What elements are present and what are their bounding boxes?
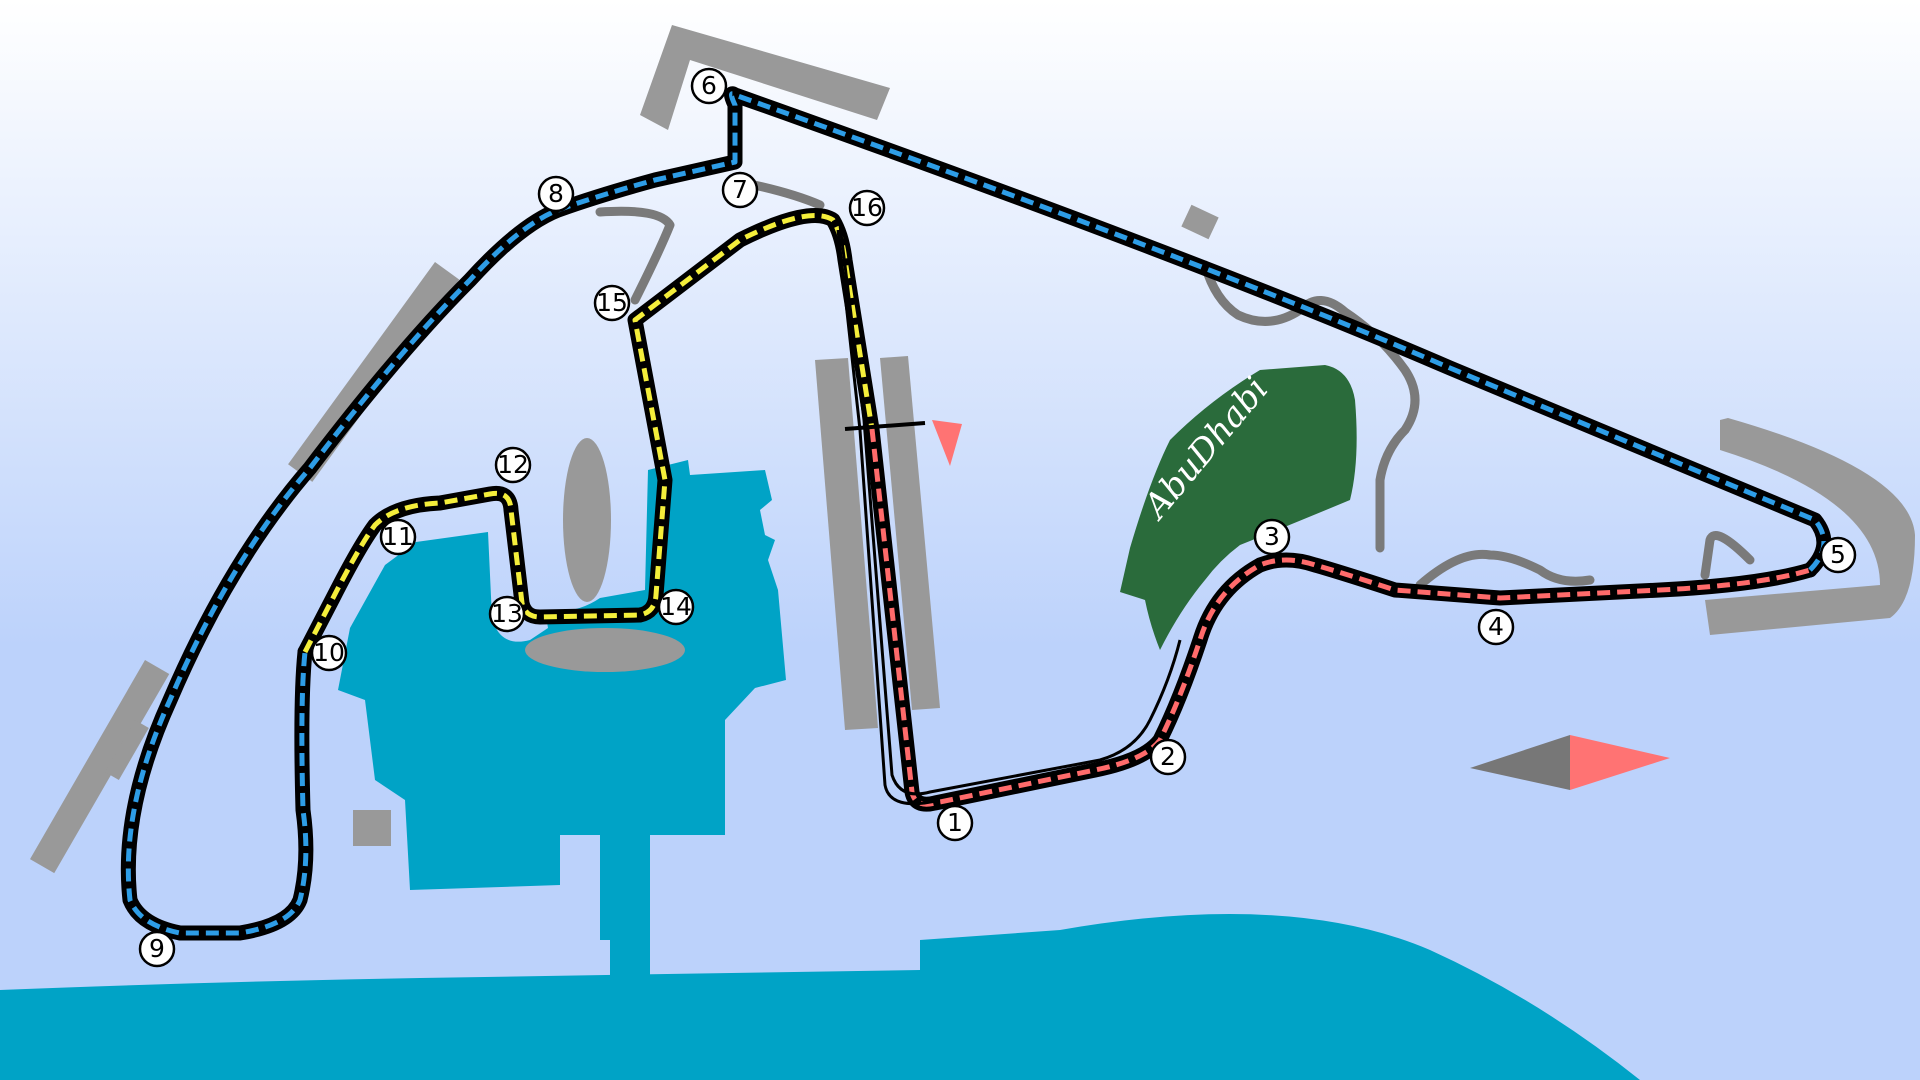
corner-circle: [494, 446, 532, 484]
track: [120, 86, 1832, 941]
corner-marker-1: 1: [936, 804, 974, 842]
building-sw: [353, 810, 391, 846]
corner-number: 11: [382, 522, 414, 551]
corner-marker-2: 2: [1149, 738, 1187, 776]
grandstand-turn-5: [1705, 418, 1915, 635]
corner-marker-15: 15: [593, 284, 631, 322]
sector-2-dashes: [125, 91, 1827, 936]
grandstand-west-lower: [30, 660, 170, 874]
corner-marker-3: 3: [1253, 518, 1291, 556]
corner-number: 7: [732, 175, 748, 204]
corner-marker-11: 11: [379, 518, 417, 556]
corner-circle: [1477, 608, 1515, 646]
service-roads: [595, 177, 1755, 590]
corner-circle: [1819, 536, 1857, 574]
water: [0, 460, 1640, 1080]
compass: [1470, 735, 1670, 790]
corner-number: 9: [149, 934, 165, 963]
corner-number: 12: [497, 450, 529, 479]
corner-number: 15: [596, 288, 628, 317]
corner-marker-4: 4: [1477, 608, 1515, 646]
compass-dark-half: [1470, 735, 1570, 790]
canal-2: [600, 835, 650, 940]
corner-circle: [1149, 738, 1187, 776]
pit-grandstand: [880, 356, 940, 710]
corner-marker-8: 8: [537, 175, 575, 213]
corner-circle: [657, 588, 695, 626]
corner-number: 10: [313, 638, 345, 667]
building-ne: [1181, 204, 1219, 240]
sea: [0, 914, 1640, 1080]
corner-circle: [721, 171, 759, 209]
grandstand-west-lower-2: [105, 720, 149, 780]
start-finish-line: [844, 421, 926, 431]
grandstand-turn-6: [640, 25, 890, 130]
sector-1-dashes: [869, 428, 1811, 807]
pit-lane: [836, 224, 1182, 806]
start-direction-marker: [932, 420, 962, 466]
corner-number: 1: [947, 808, 963, 837]
corner-circle: [1253, 518, 1291, 556]
corner-circle: [488, 595, 526, 633]
corner-number: 3: [1264, 522, 1280, 551]
corner-number: 14: [660, 592, 692, 621]
service-road-hairpin-2: [1700, 531, 1755, 580]
structures: [30, 25, 1915, 874]
corner-number: 6: [701, 71, 717, 100]
service-road-8-15: [595, 206, 675, 305]
corner-circle: [848, 189, 886, 227]
corner-circle: [936, 804, 974, 842]
park: [1120, 365, 1357, 650]
island-ellipse: [563, 438, 611, 602]
compass-light-half: [1570, 735, 1670, 790]
corner-number: 8: [548, 179, 564, 208]
corner-marker-10: 10: [310, 634, 348, 672]
grandstand-west-upper: [288, 262, 460, 482]
marina: [338, 460, 786, 890]
corner-number: 13: [491, 599, 523, 628]
pit-building: [815, 358, 878, 730]
service-road-east: [1200, 260, 1420, 553]
corner-circle: [379, 518, 417, 556]
pit-lane-line-1: [838, 224, 1182, 796]
sector-3-dashes: [302, 213, 875, 654]
corner-circle: [690, 67, 728, 105]
corner-marker-14: 14: [657, 588, 695, 626]
corner-marker-9: 9: [138, 930, 176, 968]
corner-marker-16: 16: [848, 189, 886, 227]
corner-marker-13: 13: [488, 595, 526, 633]
service-road-hairpin: [1415, 549, 1595, 590]
corner-circle: [138, 930, 176, 968]
corner-circle: [310, 634, 348, 672]
corner-number: 5: [1830, 540, 1846, 569]
corner-circle: [593, 284, 631, 322]
corner-marker-6: 6: [690, 67, 728, 105]
corner-marker-7: 7: [721, 171, 759, 209]
corner-marker-12: 12: [494, 446, 532, 484]
yacht-ellipse: [525, 628, 685, 672]
corner-number: 16: [851, 193, 883, 222]
corner-circle: [537, 175, 575, 213]
corner-number: 4: [1488, 612, 1504, 641]
corner-number: 2: [1160, 742, 1176, 771]
corner-marker-5: 5: [1819, 536, 1857, 574]
pit-lane-line-2: [836, 229, 941, 806]
